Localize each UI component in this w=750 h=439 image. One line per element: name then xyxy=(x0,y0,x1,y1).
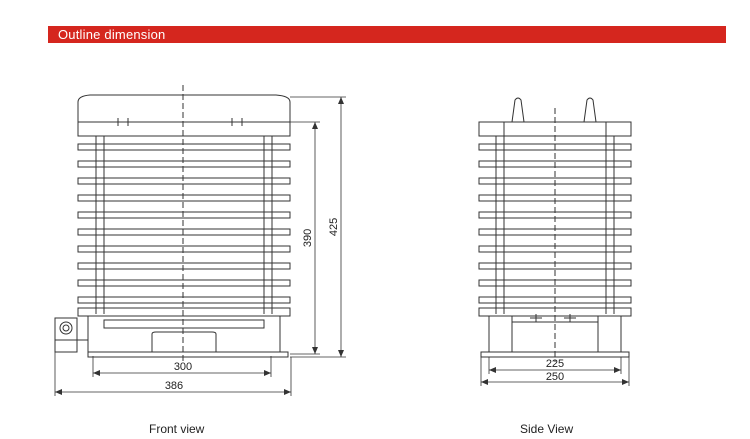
front-junction-box xyxy=(54,317,88,353)
front-view-drawing xyxy=(54,85,291,362)
front-top-cap xyxy=(77,94,291,122)
side-dimensions xyxy=(480,357,630,386)
front-fins xyxy=(77,143,291,304)
front-view-caption: Front view xyxy=(149,422,205,436)
front-dim-label-300: 300 xyxy=(174,361,192,373)
dimension-arrows xyxy=(55,97,629,395)
front-dim-label-390: 390 xyxy=(302,229,314,247)
front-dimensions xyxy=(54,96,346,396)
side-terminals xyxy=(530,314,576,322)
front-dim-label-425: 425 xyxy=(328,218,340,236)
section-header: Outline dimension xyxy=(48,26,726,43)
side-dim-label-225: 225 xyxy=(546,358,564,370)
side-horn-right xyxy=(583,97,597,123)
front-dim-label-386: 386 xyxy=(165,380,183,392)
side-view-caption: Side View xyxy=(520,422,574,436)
section-title: Outline dimension xyxy=(58,27,166,42)
side-dim-label-250: 250 xyxy=(546,371,564,383)
side-horn-left xyxy=(511,97,525,123)
side-view-drawing xyxy=(478,97,632,362)
